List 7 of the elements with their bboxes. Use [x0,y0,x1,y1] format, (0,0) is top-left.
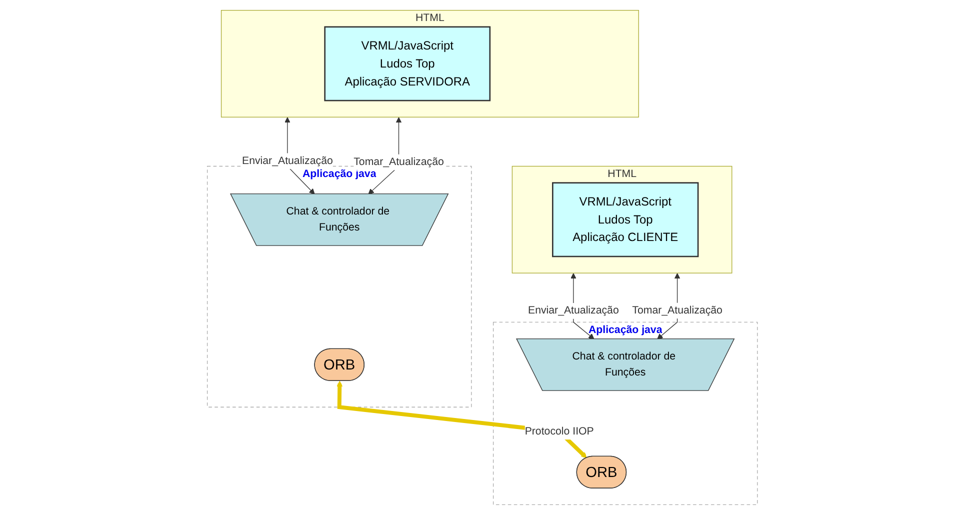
edge-label: Tomar_Atualização [354,156,444,168]
edge-label: Tomar_Atualização [632,304,723,316]
node-box: VRML/JavaScript Ludos Top Aplicação CLIENTE [552,182,699,258]
edge-label: Enviar_Atualização [528,305,620,316]
edge-label: Enviar_Atualização [242,155,334,166]
edge-label: Protocolo IIOP [524,426,594,437]
node-box: VRML/JavaScript Ludos Top Aplicação SERVIDORA [324,26,491,102]
